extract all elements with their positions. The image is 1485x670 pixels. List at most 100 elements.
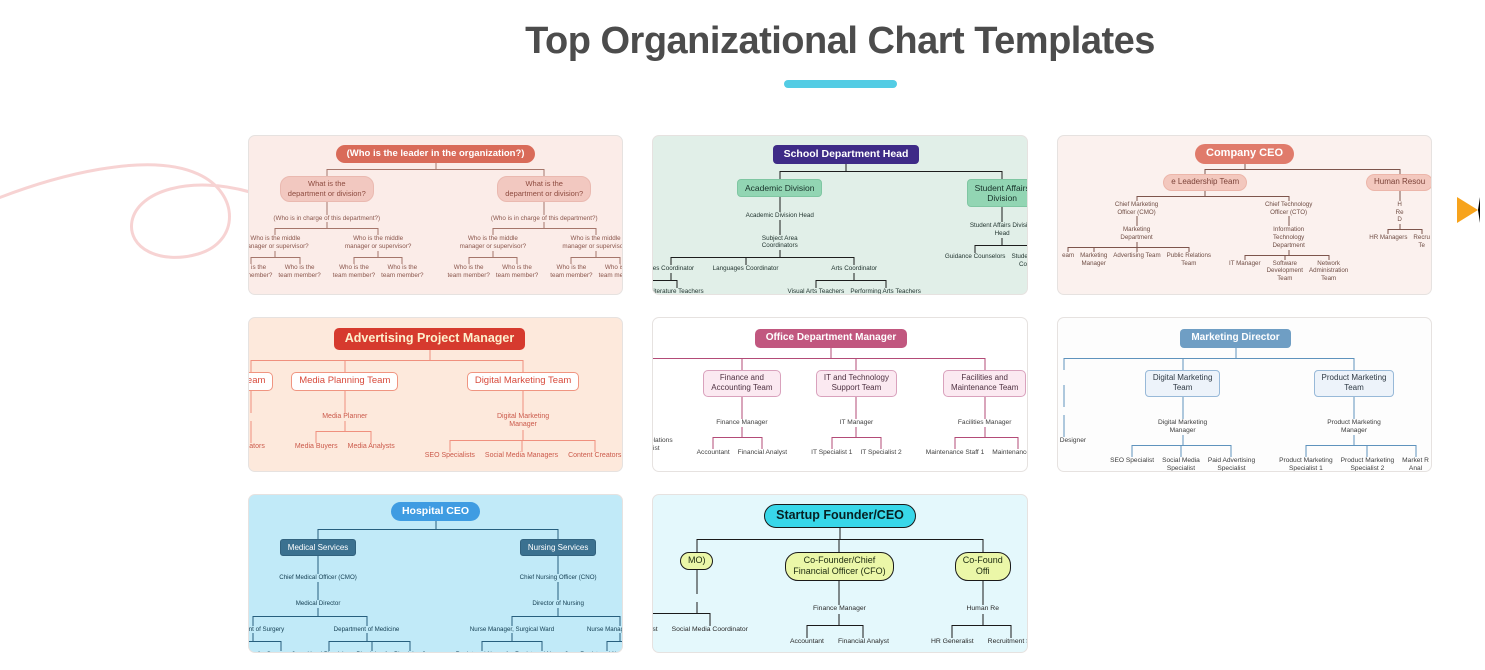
org-chart-preview: (Who is the leader in the organization?)… — [249, 136, 622, 294]
org-root-label: School Department Head — [772, 145, 920, 165]
org-node-label: Recru Te — [1413, 234, 1430, 249]
org-node-label: mployee Relations Specialist — [653, 436, 673, 452]
org-node-label: (Who is in charge of this department?) — [490, 214, 598, 222]
org-node-label: Social Media Managers — [484, 452, 559, 459]
org-node-label: Nursing Services — [519, 539, 597, 557]
org-node-label: Chief Technology Officer (CTO) — [1264, 200, 1313, 216]
org-node-label: Who is the middle manager or supervisor? — [562, 235, 622, 251]
org-node-label: Media Analysts — [347, 443, 395, 451]
org-node-label: Finance Manager — [716, 418, 768, 426]
org-node-label: Digital Marketing Team — [466, 371, 580, 391]
org-node-label: Physician 1 — [356, 651, 388, 652]
org-node-label: Who is the team member? — [495, 264, 539, 280]
template-card-advertising-project-manager[interactable]: Advertising Project Managert Teamrdinato… — [248, 317, 623, 472]
org-node-label: Product Marketing Manager — [1327, 418, 1381, 434]
org-node-label: Who is the team member? — [249, 264, 273, 280]
org-node-label: Academic Division Head — [745, 211, 814, 219]
org-node-label: Nurse Manager, Medical — [586, 625, 622, 633]
org-node-label: Advertising Team — [1113, 251, 1161, 259]
org-node-label: Registered Nurse 1 — [456, 651, 509, 652]
org-node-label: HR Managers — [1369, 234, 1408, 241]
org-node-label: Student Affairs Division Head — [969, 222, 1027, 238]
org-chart-preview: Office Department Manager mployee Relatio… — [653, 318, 1027, 471]
org-node-label: Social Media Specialist — [1162, 456, 1200, 471]
org-node-label: Student Affairs Division — [966, 179, 1027, 208]
org-node-label: Co-Founder/Chief Financial Officer (CFO) — [785, 551, 894, 582]
org-node-label: Social Media Coordinator — [671, 625, 748, 633]
org-node-label: Subject Area Coordinators — [761, 234, 798, 250]
org-node-label: IT and Technology Support Team — [815, 369, 897, 397]
org-node-label: Who is the team member? — [447, 264, 490, 280]
org-node-label: Recruitment Sp — [987, 637, 1027, 645]
title-underline — [783, 80, 897, 88]
org-node-label: Media Buyers — [294, 443, 338, 451]
org-node-label: Guidance Counselors — [944, 253, 1006, 261]
org-node-label: SEO Specialists — [424, 452, 475, 459]
org-node-label: Head Physician — [307, 651, 350, 652]
org-node-label: Facilities Manager — [957, 418, 1012, 426]
org-node-label: Media Planner — [322, 412, 368, 420]
template-card-who-is-the-leader[interactable]: (Who is the leader in the organization?)… — [248, 135, 623, 295]
page-title: Top Organizational Chart Templates — [525, 20, 1155, 62]
org-node-label: Who is the team member? — [598, 264, 622, 280]
org-node-label: Human Re — [966, 605, 999, 613]
org-node-label: Nurse Manager, Surgical Ward — [469, 625, 555, 633]
carousel-next-icon[interactable] — [1457, 197, 1480, 223]
org-node-label: Who is the middle manager or supervisor? — [344, 235, 412, 251]
template-card-marketing-director[interactable]: Marketing Directoraphic DesignerDigital … — [1057, 317, 1432, 472]
org-node-label: Finance Manager — [813, 605, 866, 613]
org-node-label: e Leadership Team — [1163, 173, 1248, 191]
org-node-label: Student Activities Coordinator — [1011, 253, 1027, 268]
org-node-label: Public Relations Team — [1166, 251, 1212, 267]
org-node-label: Product Marketing Specialist 1 — [1279, 456, 1333, 471]
org-node-label: Network Administration Team — [1309, 259, 1349, 283]
org-node-label: Accountant — [789, 637, 824, 645]
org-node-label: Director of Nursing — [532, 599, 584, 607]
org-node-label: Digital Marketing Manager — [1158, 418, 1208, 434]
org-node-label: H Re D — [1395, 200, 1404, 224]
org-node-label: Academic Division — [737, 179, 823, 197]
org-node-label: What is the department or division? — [279, 175, 374, 202]
org-node-label: IT Specialist 2 — [860, 448, 902, 456]
org-node-label: Languages Coordinator — [712, 265, 779, 273]
org-node-label: Physician 2 — [394, 651, 426, 652]
org-chart-preview: Marketing Directoraphic DesignerDigital … — [1058, 318, 1431, 471]
org-node-label: SEO Specialist — [1110, 456, 1155, 464]
org-node-label: Market R Anal — [1402, 456, 1429, 471]
org-node-label: Who is the team member? — [381, 264, 424, 280]
org-chart-preview: Advertising Project Managert Teamrdinato… — [249, 318, 622, 471]
org-node-label: Maintenance Staf — [992, 448, 1027, 456]
org-node-label: alist — [653, 625, 658, 633]
org-node-label: Registered Nurse 2 — [515, 651, 568, 652]
org-root-label: Office Department Manager — [754, 329, 908, 348]
org-node-label: Financial Analyst — [837, 637, 889, 645]
org-node-label: Digital Marketing Team — [1144, 369, 1221, 397]
org-root-label: Advertising Project Manager — [333, 328, 526, 350]
org-node-label: aphic Designer — [1059, 436, 1087, 444]
org-node-label: Chief Nursing Officer (CNO) — [519, 574, 597, 582]
org-node-label: Software Development Team — [1266, 259, 1304, 283]
org-node-label: Medical Director — [295, 599, 341, 607]
org-node-label: IT Manager — [1229, 259, 1261, 267]
org-node-label: Facilities and Maintenance Team — [942, 369, 1027, 397]
org-node-label: Chief Medical Officer (CMO) — [279, 574, 357, 582]
org-node-label: Marketing Department — [1120, 226, 1153, 241]
org-node-label: Who is the team member? — [332, 264, 376, 280]
org-root-label: Startup Founder/CEO — [764, 504, 916, 528]
org-node-label: Accountant — [696, 448, 730, 456]
org-node-label: Registered Nurse 3 — [580, 651, 622, 652]
template-grid: (Who is the leader in the organization?)… — [248, 135, 1432, 653]
org-node-label: Chief Marketing Officer (CMO) — [1114, 200, 1159, 216]
org-node-label: Visual Arts Teachers — [787, 288, 845, 294]
template-card-office-department-manager[interactable]: Office Department Manager mployee Relatio… — [652, 317, 1028, 472]
org-root-label: Hospital CEO — [390, 502, 481, 522]
org-node-label: Who is the middle manager or supervisor? — [459, 235, 527, 251]
org-node-label: Paid Advertising Specialist — [1207, 456, 1256, 471]
org-node-label: Information Technology Department — [1272, 226, 1305, 249]
